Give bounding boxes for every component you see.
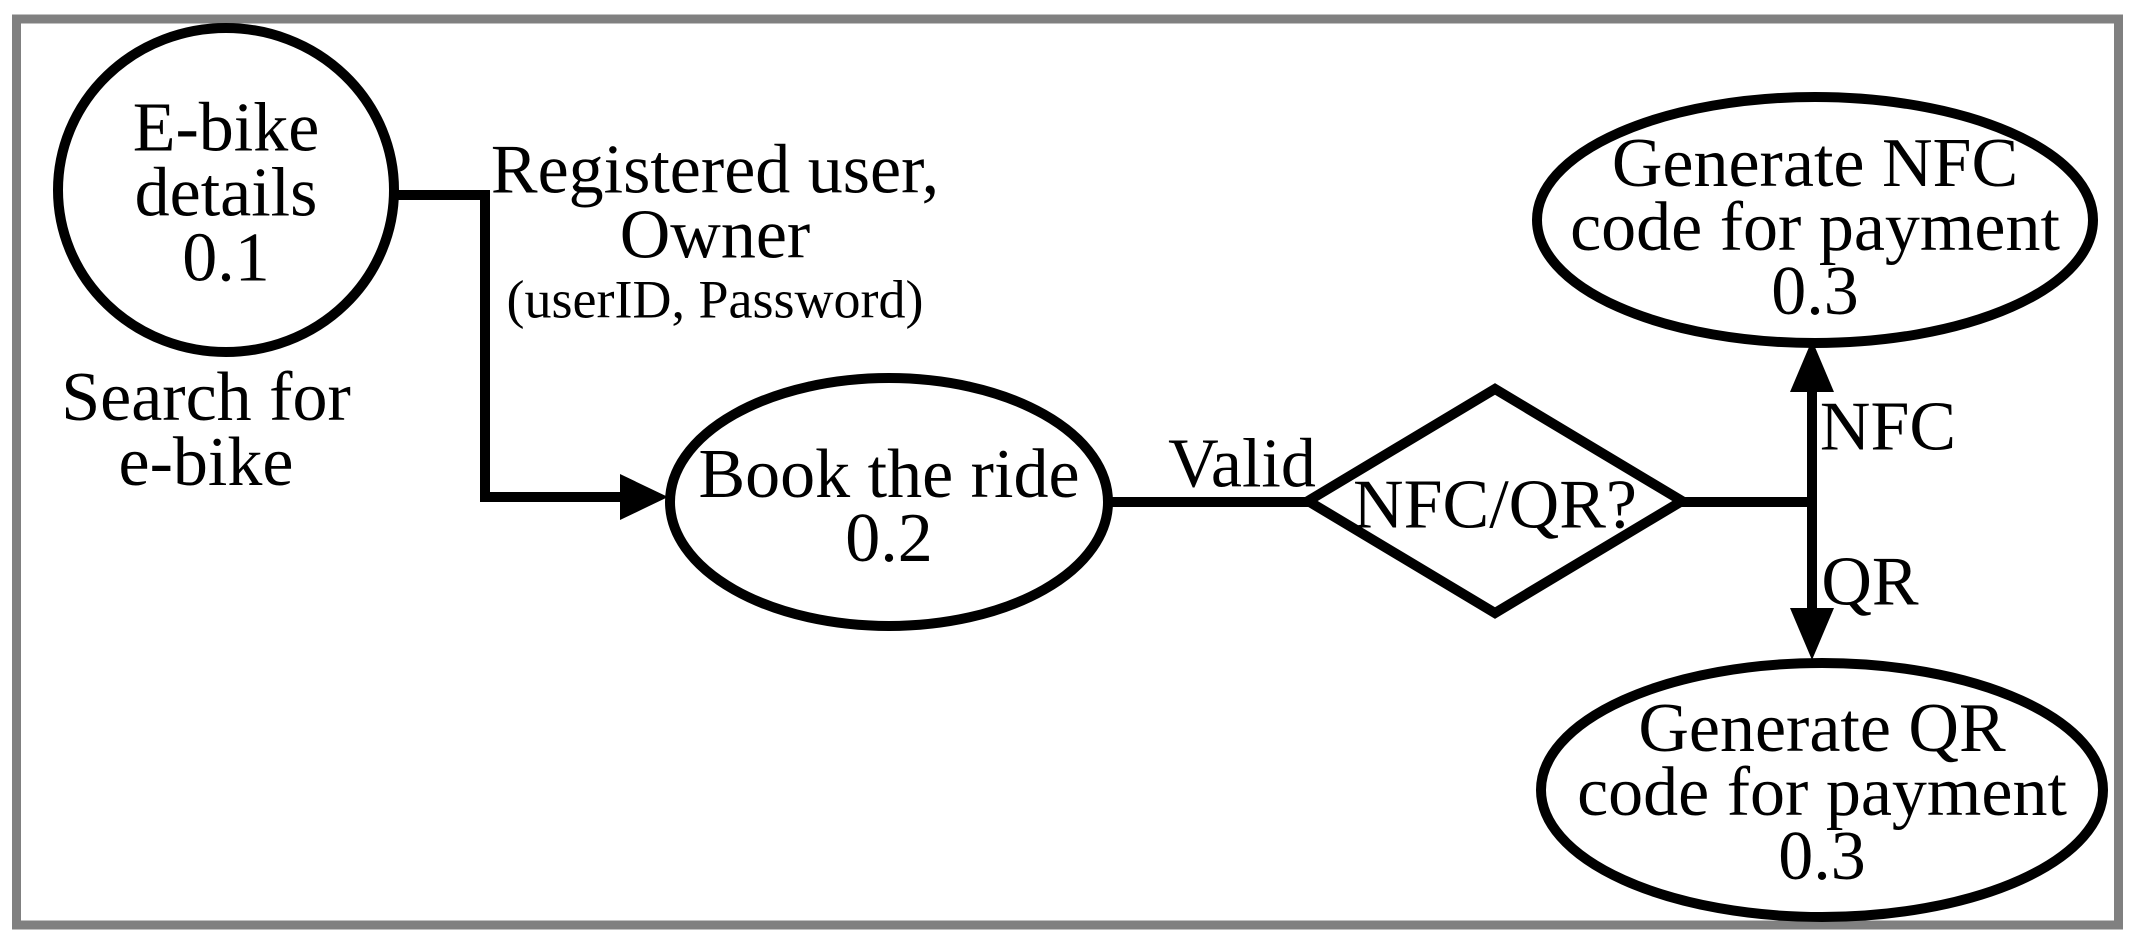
nfc-branch-text: NFC xyxy=(1819,388,1957,466)
generate-qr-node-label: Generate QR code for payment 0.3 xyxy=(1577,690,2067,895)
ebike-details-line3: 0.1 xyxy=(182,219,270,297)
generate-nfc-node-label: Generate NFC code for payment 0.3 xyxy=(1570,125,2060,330)
generate-qr-node-shape xyxy=(1536,658,2108,922)
book-ride-line1: Book the ride xyxy=(698,436,1080,513)
book-ride-line2: 0.2 xyxy=(845,500,933,577)
generate-nfc-line3: 0.3 xyxy=(1771,253,1859,330)
nfc-qr-decision-label: NFC/QR? xyxy=(1353,466,1637,544)
nfc-branch-label: NFC xyxy=(1819,388,1957,466)
arrowhead-into-generate-qr xyxy=(1790,608,1834,660)
arrowhead-into-book-ride xyxy=(620,474,668,520)
ebike-details-node-label: E-bike details 0.1 xyxy=(132,89,320,297)
qr-branch-text: QR xyxy=(1821,543,1919,621)
edge-ebike-to-book-ride xyxy=(390,190,626,502)
valid-text: Valid xyxy=(1168,425,1316,503)
generate-qr-line3: 0.3 xyxy=(1778,818,1866,895)
nfc-qr-decision-text: NFC/QR? xyxy=(1353,466,1637,544)
registered-user-line1: Registered user, xyxy=(490,131,940,209)
search-caption-line2: e-bike xyxy=(118,424,294,501)
diagram-outer-border xyxy=(12,14,2123,930)
registered-user-line3: (userID, Password) xyxy=(506,269,924,330)
arrowhead-into-generate-nfc xyxy=(1790,340,1834,392)
book-ride-node-label: Book the ride 0.2 xyxy=(698,436,1080,577)
valid-edge-label: Valid xyxy=(1168,425,1316,503)
ebike-details-line2: details xyxy=(134,154,318,232)
search-for-ebike-caption: Search for e-bike xyxy=(61,359,351,501)
generate-nfc-line2: code for payment xyxy=(1570,189,2060,266)
registered-user-line2: Owner xyxy=(619,196,811,274)
registered-user-edge-label: Registered user, Owner (userID, Password… xyxy=(490,131,940,333)
qr-branch-label: QR xyxy=(1821,543,1919,621)
search-caption-line1: Search for xyxy=(61,359,351,436)
generate-qr-line2: code for payment xyxy=(1577,754,2067,831)
generate-qr-line1: Generate QR xyxy=(1638,690,2006,767)
generate-nfc-line1: Generate NFC xyxy=(1611,125,2019,202)
generate-nfc-node-shape xyxy=(1532,92,2098,348)
ebike-details-line1: E-bike xyxy=(132,89,320,167)
